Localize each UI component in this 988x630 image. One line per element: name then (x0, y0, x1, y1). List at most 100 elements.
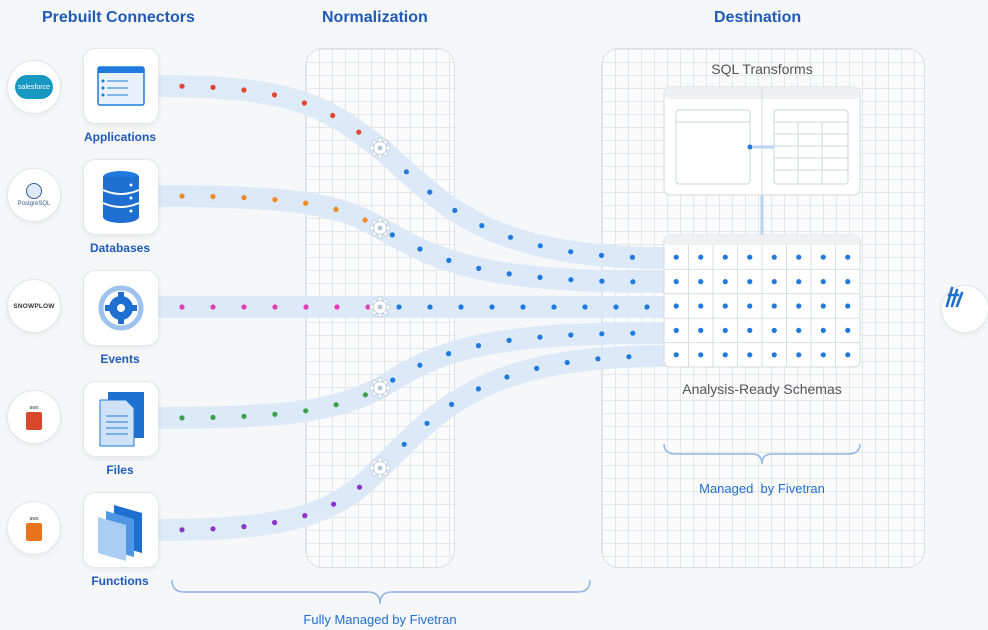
gear-icon (369, 457, 391, 479)
tile-functions[interactable] (83, 492, 159, 568)
flow-dot (179, 83, 185, 89)
sql-transforms-window (663, 86, 861, 235)
schema-cell-dot (771, 303, 777, 309)
flow-dot (241, 304, 247, 310)
flow-dot (362, 392, 368, 398)
sql-transforms-label: SQL Transforms (711, 61, 813, 77)
flow-dot (479, 223, 485, 229)
applications-icon (97, 66, 145, 106)
logo-snowplow[interactable]: SNOWPLOW (7, 279, 61, 333)
label-databases: Databases (89, 241, 151, 255)
schema-cell-dot (771, 352, 777, 358)
stream-databases (149, 185, 676, 293)
schema-cell-dot (820, 352, 826, 358)
schema-cell-dot (796, 254, 802, 260)
flow-dot (613, 304, 619, 310)
flow-dot (537, 274, 543, 280)
flow-dot (272, 197, 278, 203)
flow-dot (506, 271, 512, 277)
flow-dot (475, 343, 482, 349)
aws-logo-text: aws (29, 404, 39, 411)
flow-dot (537, 243, 543, 249)
stream-functions (149, 345, 676, 541)
schemas-label: Analysis-Ready Schemas (682, 381, 842, 397)
header-destination: Destination (714, 9, 802, 26)
flow-dot (630, 279, 636, 285)
flow-dot (537, 334, 543, 340)
tile-files[interactable] (83, 381, 159, 457)
schema-cell-dot (845, 279, 851, 285)
logo-salesforce[interactable]: salesforce (7, 60, 61, 114)
flow-dot (272, 411, 278, 417)
flow-dot (401, 441, 407, 447)
flow-dot (417, 362, 423, 368)
schema-cell-dot (796, 279, 802, 285)
schema-cell-dot (722, 303, 728, 309)
schema-cell-dot (722, 279, 728, 285)
flow-dot (301, 100, 307, 106)
flow-dot (303, 408, 309, 414)
tile-applications[interactable] (83, 48, 159, 124)
label-applications: Applications (83, 130, 156, 144)
flow-dot (446, 257, 452, 263)
flow-dot (210, 414, 216, 420)
flow-dot (446, 351, 452, 357)
flow-dot (568, 277, 574, 283)
flow-dot (303, 200, 309, 206)
schema-cell-dot (698, 279, 704, 285)
header-prebuilt-connectors: Prebuilt Connectors (42, 9, 195, 26)
flow-dot (390, 377, 396, 383)
schema-cell-dot (722, 327, 728, 333)
flow-dots (179, 83, 650, 533)
aws-logo-text-2: aws (29, 515, 39, 522)
logo-postgresql[interactable]: PostgreSQL (7, 168, 61, 222)
flow-dot (331, 501, 337, 507)
label-files: Files (106, 463, 134, 477)
flow-dot (504, 374, 510, 380)
logo-aws-lambda[interactable]: aws (7, 501, 61, 555)
flow-dot (356, 129, 362, 135)
fivetran-icon (945, 286, 964, 308)
label-functions: Functions (91, 574, 149, 588)
postgresql-logo-text: PostgreSQL (17, 201, 51, 207)
flow-dot (452, 207, 458, 213)
logo-aws-s3[interactable]: aws (7, 390, 61, 444)
flow-dot (241, 87, 247, 93)
schema-cell-dot (845, 254, 851, 260)
schema-cell-dot (796, 327, 802, 333)
schema-cell-dot (845, 327, 851, 333)
destination-brace (663, 443, 861, 465)
gear-icon (369, 296, 391, 318)
flow-dot (302, 513, 308, 519)
flow-dot (424, 420, 430, 426)
flow-dot (534, 365, 540, 371)
schema-cell-dot (820, 303, 826, 309)
flow-dot (241, 413, 247, 419)
schema-cell-dot (845, 352, 851, 358)
flow-dot (356, 484, 363, 490)
gear-icon (369, 377, 391, 399)
tile-databases[interactable] (83, 159, 159, 235)
flow-dot (365, 304, 371, 310)
schema-cell-dot (673, 327, 679, 333)
salesforce-logo: salesforce (15, 75, 53, 99)
schema-cell-dot (820, 254, 826, 260)
label-events: Events (100, 352, 140, 366)
flow-dot (599, 278, 605, 284)
normalization-gears (369, 137, 391, 479)
schema-cell-dot (771, 327, 777, 333)
tile-events[interactable] (83, 270, 159, 346)
flow-dot (210, 304, 216, 310)
flow-dot (427, 304, 433, 310)
schema-cell-dot (673, 352, 679, 358)
flow-dot (179, 415, 185, 421)
flow-dot (396, 304, 402, 310)
managed-by-fivetran-label: Managed by Fivetran (699, 481, 825, 496)
flow-dot (210, 84, 216, 90)
logo-fivetran[interactable] (941, 285, 988, 333)
flow-dot (551, 304, 557, 310)
flow-dot (582, 304, 588, 310)
schema-cell-dot (771, 254, 777, 260)
schema-cell-dot (722, 352, 728, 358)
flow-dot (568, 332, 574, 338)
